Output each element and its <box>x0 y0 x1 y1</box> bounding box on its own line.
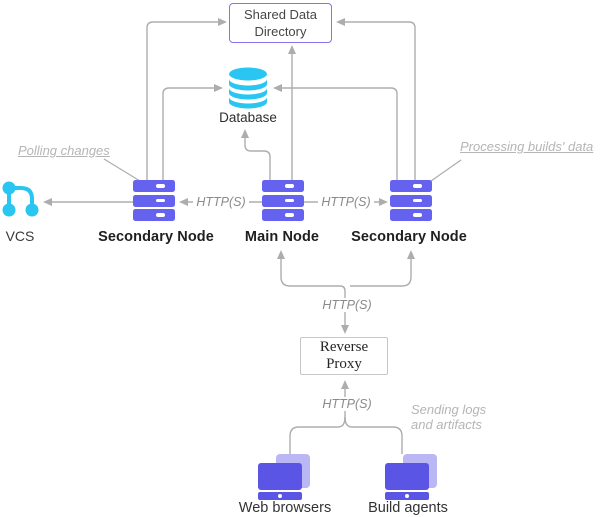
secondary-node-right-label: Secondary Node <box>351 229 467 245</box>
edge-proxy-to-rightnode <box>350 250 415 287</box>
edge-mainnode-to-shareddir <box>288 45 296 180</box>
web-browsers-label: Web browsers <box>238 500 332 516</box>
annotation-sending-logs: Sending logs and artifacts <box>411 402 487 433</box>
build-agents-label: Build agents <box>368 500 448 516</box>
web-browsers-icon <box>258 454 310 500</box>
shared-data-directory-label: Shared Data Directory <box>244 6 317 39</box>
server-led <box>285 184 294 188</box>
annotation-polling-changes: Polling changes <box>18 143 110 158</box>
server-led <box>156 213 165 217</box>
edge-leftnode-to-vcs <box>43 198 133 206</box>
edge-leftnode-to-database <box>162 84 223 180</box>
reverse-proxy-node: Reverse Proxy <box>300 337 388 375</box>
server-led <box>285 213 294 217</box>
http-label-proxy-bottom: HTTP(S) <box>317 397 377 411</box>
server-led <box>156 184 165 188</box>
vcs-icon <box>2 180 42 227</box>
main-node-label: Main Node <box>244 229 320 245</box>
secondary-node-left-icon <box>133 180 175 221</box>
secondary-node-right-icon <box>390 180 432 221</box>
server-led <box>156 198 165 203</box>
monitor-dot <box>405 494 409 498</box>
edge-rightnode-to-database <box>273 84 398 180</box>
http-label-proxy-top: HTTP(S) <box>317 298 377 312</box>
monitor-screen <box>258 463 302 490</box>
edge-agents-to-proxy <box>289 380 403 455</box>
server-led <box>285 198 294 203</box>
edge-leftnode-to-shareddir <box>146 18 227 180</box>
callout-polling-changes <box>103 158 141 182</box>
edge-rightnode-to-shareddir <box>336 18 416 180</box>
reverse-proxy-label: Reverse Proxy <box>319 339 369 372</box>
monitor-dot <box>278 494 282 498</box>
build-agents-icon <box>385 454 437 500</box>
callout-processing-builds <box>430 159 462 182</box>
secondary-node-left-label: Secondary Node <box>98 229 214 245</box>
server-led <box>413 213 422 217</box>
edge-proxy-to-mainnode <box>277 250 349 334</box>
monitor-screen <box>385 463 429 490</box>
http-label-left: HTTP(S) <box>193 195 249 209</box>
main-node-icon <box>262 180 304 221</box>
vcs-label: VCS <box>5 228 35 244</box>
edge-mainnode-to-database <box>241 129 271 180</box>
server-led <box>413 198 422 203</box>
server-led <box>413 184 422 188</box>
database-label: Database <box>219 110 277 125</box>
annotation-processing-builds: Processing builds' data <box>460 139 594 154</box>
database-icon <box>228 67 268 114</box>
shared-data-directory-node: Shared Data Directory <box>229 3 332 43</box>
http-label-right: HTTP(S) <box>318 195 374 209</box>
